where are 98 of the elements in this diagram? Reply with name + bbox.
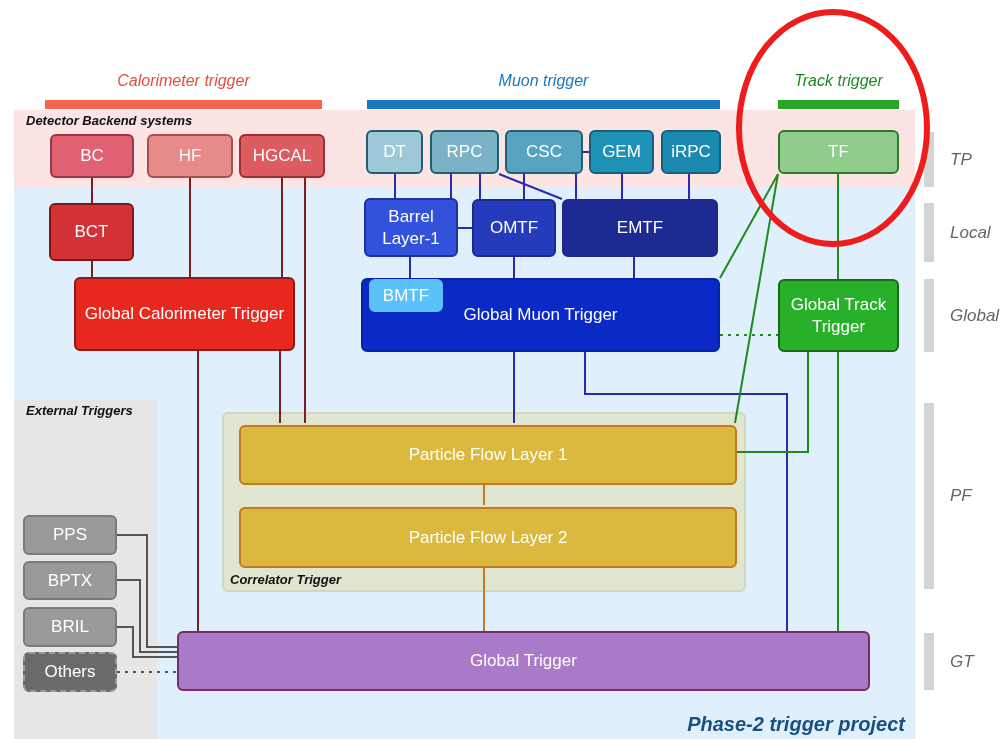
process-box (23, 515, 117, 555)
node-label: OMTF (489, 217, 539, 239)
process-box (239, 134, 325, 178)
process-box (778, 279, 899, 352)
connector-line (837, 173, 839, 280)
layer-name: Global (950, 305, 1000, 326)
panel-title: Correlator Trigger (230, 572, 341, 587)
group-panel (222, 412, 746, 592)
process-box (778, 130, 899, 174)
connector-line (498, 173, 563, 200)
node-label: Barrel Layer-1 (381, 206, 441, 249)
process-box (239, 507, 737, 568)
connector-line (513, 256, 515, 279)
node-label: RPC (446, 141, 483, 163)
node-label: Particle Flow Layer 2 (408, 526, 568, 549)
process-box (369, 279, 443, 312)
node-label: EMTF (616, 217, 664, 239)
connector-line (279, 350, 281, 424)
process-box (562, 199, 718, 257)
process-box (472, 199, 556, 257)
connector-line (116, 626, 178, 658)
node-label: BPTX (47, 569, 93, 592)
panel-title: Detector Backend systems (26, 113, 193, 128)
layer-name: GT (950, 651, 974, 672)
connector-line (734, 173, 779, 424)
connector-line (523, 173, 525, 200)
process-box (239, 425, 737, 485)
process-box (505, 130, 583, 174)
connector-line (734, 351, 809, 453)
node-label: iRPC (671, 141, 711, 163)
process-box (147, 134, 233, 178)
connector-line (394, 173, 396, 199)
process-box (23, 561, 117, 600)
node-label: BMTF (382, 284, 430, 307)
section-title: Muon trigger (498, 72, 589, 90)
process-box (364, 198, 458, 257)
process-box (177, 631, 870, 691)
connector-line (197, 350, 199, 632)
process-box (361, 278, 720, 352)
connector-line (483, 565, 485, 632)
group-panel (14, 110, 915, 739)
process-box (589, 130, 654, 174)
node-label: BCT (74, 221, 109, 243)
connector-line (91, 260, 93, 278)
process-box (23, 652, 117, 692)
layer-name: PF (950, 486, 972, 506)
connector-line (91, 177, 93, 204)
connector-line (457, 227, 473, 229)
group-panel (14, 110, 915, 187)
process-box (661, 130, 721, 174)
connector-line (575, 173, 577, 200)
process-box (49, 203, 134, 261)
connector-line (483, 482, 485, 506)
connector-line (621, 173, 623, 200)
connector-line (116, 671, 178, 673)
connector-line (513, 351, 515, 424)
node-label: CSC (526, 141, 562, 163)
node-label: HF (178, 145, 202, 167)
connector-line (189, 177, 191, 278)
group-panel (14, 400, 157, 739)
connector-line (719, 334, 779, 336)
node-label: Others (44, 661, 96, 683)
section-title: Calorimeter trigger (117, 72, 250, 90)
section-title: Track trigger (794, 72, 883, 90)
connector-line (409, 256, 411, 280)
node-label: TF (828, 141, 849, 163)
connector-line (584, 351, 788, 632)
node-label: PPS (53, 524, 87, 546)
process-box (366, 130, 423, 174)
process-box (430, 130, 499, 174)
process-box (50, 134, 134, 178)
node-label: GEM (602, 141, 641, 163)
node-label: Global Track Trigger (789, 294, 888, 337)
node-label: BC (80, 145, 104, 167)
connector-line (582, 151, 590, 153)
connector-line (450, 173, 452, 199)
panel-title: Phase-2 trigger project (687, 713, 905, 736)
node-label: Global Trigger (470, 650, 577, 672)
connector-line (116, 579, 178, 653)
process-box (74, 277, 295, 351)
layer-name: TP (950, 149, 972, 170)
panel-title: External Triggers (26, 403, 133, 418)
node-label: HGCAL (252, 145, 312, 167)
node-label: DT (383, 141, 406, 163)
connector-line (633, 256, 635, 279)
process-box (23, 607, 117, 647)
connector-line (281, 177, 283, 278)
node-label: Global Calorimeter Trigger (84, 303, 285, 325)
node-label: Global Muon Trigger (463, 304, 618, 326)
connector-line (479, 173, 481, 200)
layer-name: Local (950, 222, 991, 243)
connector-line (688, 173, 690, 200)
node-label: Particle Flow Layer 1 (408, 444, 568, 466)
connector-line (719, 173, 779, 279)
connector-line (116, 534, 178, 648)
connector-line (837, 351, 839, 632)
node-label: BRIL (51, 616, 89, 638)
connector-line (304, 177, 306, 424)
